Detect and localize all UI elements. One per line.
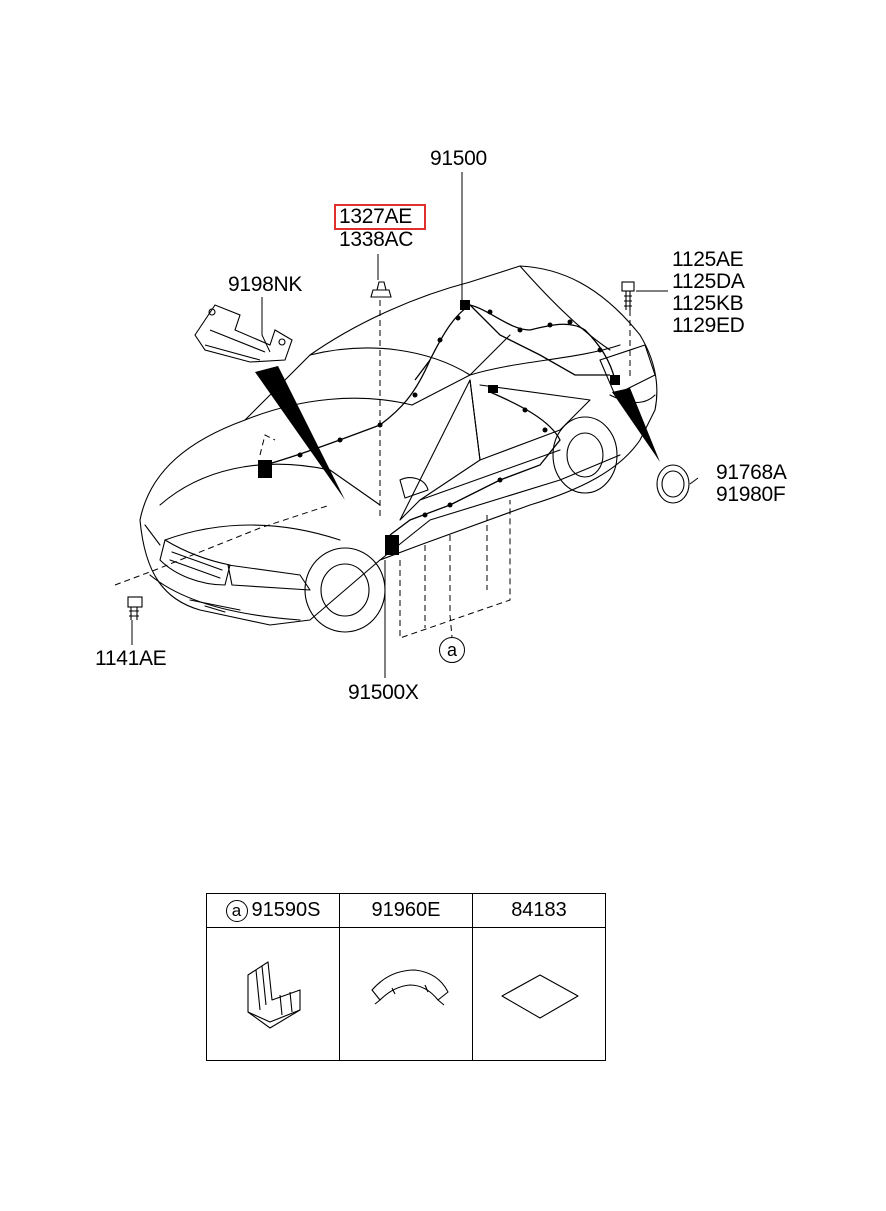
bracket-9198nk	[194, 304, 293, 363]
grommet-91768a	[656, 464, 690, 504]
callout-1129ed: 1129ED	[672, 314, 745, 337]
parts-table-image-row	[206, 927, 606, 1061]
callout-1125da: 1125DA	[672, 270, 745, 293]
parts-table-header-91590s: a 91590S	[206, 893, 340, 928]
highlight-box	[334, 204, 426, 230]
parts-table: a 91590S 91960E 84183	[206, 893, 606, 1061]
part-code-84183: 84183	[511, 899, 567, 921]
part-image-cell-91590s	[206, 927, 340, 1061]
ref-a-badge: a	[225, 899, 248, 922]
wedge-grommet	[612, 388, 660, 462]
rear-wheel	[552, 416, 618, 494]
ref-a-marker: a	[439, 637, 465, 663]
parts-table-header-91960e: 91960E	[339, 893, 473, 928]
main-harness-wire	[264, 304, 616, 466]
callout-1327ae: 1327AE	[339, 205, 412, 228]
callout-91500: 91500	[430, 147, 487, 170]
callout-91500x: 91500X	[348, 681, 419, 704]
callout-bolt-group: 1125AE 1125DA 1125KB 1129ED	[672, 249, 745, 337]
callout-91980f: 91980F	[716, 483, 786, 506]
callout-grommet-group: 91768A 91980F	[716, 462, 787, 506]
nut-1327ae	[370, 281, 392, 298]
bolt-1125ae	[621, 281, 635, 310]
part-image-cell-91960e	[339, 927, 473, 1061]
callout-91768a: 91768A	[716, 461, 787, 484]
callout-1338ac: 1338AC	[339, 228, 414, 251]
callout-1125ae: 1125AE	[672, 248, 744, 271]
floor-harness-wire	[389, 391, 561, 536]
part-code-91590s: 91590S	[251, 899, 321, 922]
parts-table-header-84183: 84183	[472, 893, 606, 928]
callout-9198nk: 9198NK	[228, 273, 303, 296]
part-image-cell-84183	[472, 927, 606, 1061]
car-body	[139, 265, 658, 626]
parts-table-header-row: a 91590S 91960E 84183	[206, 893, 606, 928]
callout-1141ae: 1141AE	[95, 647, 167, 670]
callout-1125kb: 1125KB	[672, 292, 744, 315]
screw-1141ae	[127, 596, 143, 620]
wedge-bracket	[255, 366, 345, 500]
part-code-91960e: 91960E	[371, 899, 441, 921]
